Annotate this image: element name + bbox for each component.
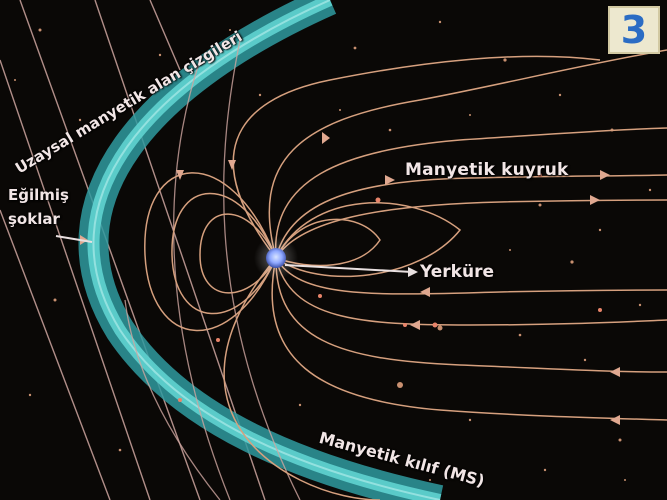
earth-label: Yerküre [420, 262, 494, 282]
earth-pointer [284, 264, 413, 273]
tracer-dots [178, 173, 602, 402]
sheath-field-lines [124, 39, 301, 500]
interplanetary-field-lines [0, 0, 266, 500]
shock-pointer [55, 235, 93, 243]
figure-number: 3 [620, 8, 648, 52]
bow-shock-label-line1: Eğilmiş [8, 186, 69, 204]
earth [266, 248, 286, 268]
figure-number-badge: 3 [608, 6, 660, 54]
magnetotail-label: Manyetik kuyruk [405, 160, 569, 180]
field-arrows [80, 132, 620, 425]
magnetosphere-field-lines [144, 49, 667, 500]
star-field [14, 20, 652, 481]
bow-shock-label-line2: şoklar [8, 210, 60, 228]
